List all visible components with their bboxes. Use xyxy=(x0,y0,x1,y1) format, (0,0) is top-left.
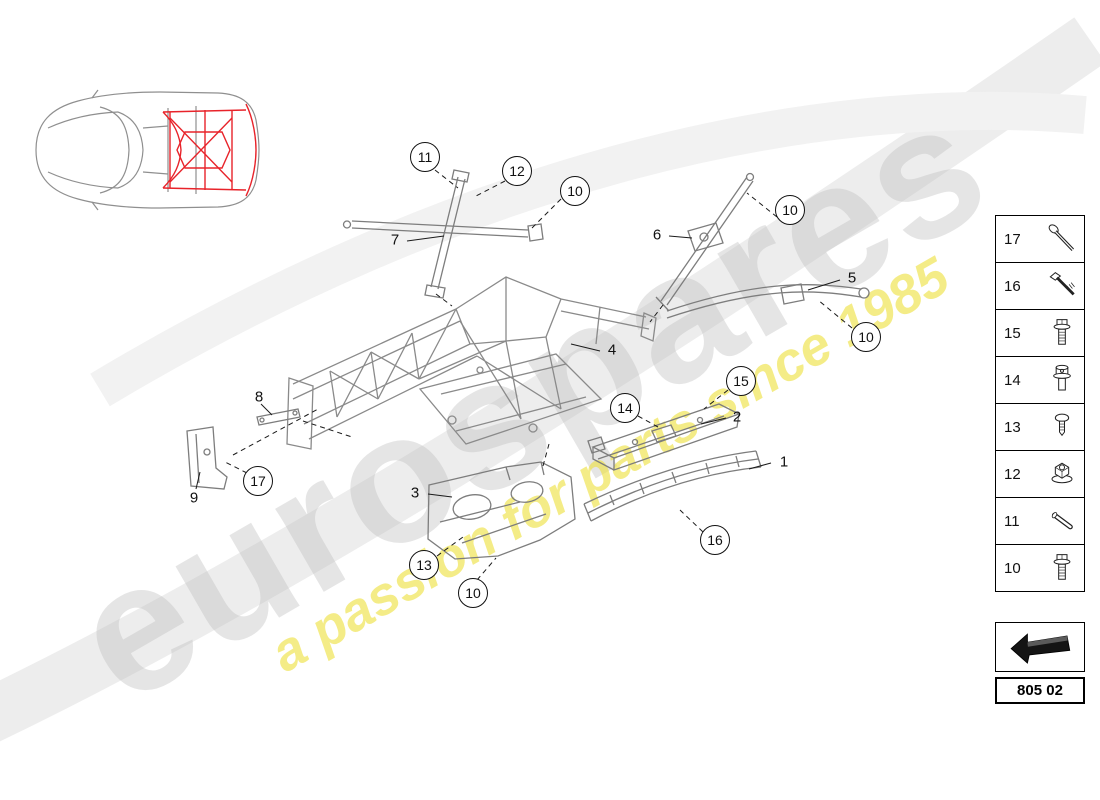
callout-17[interactable]: 17 xyxy=(243,466,273,496)
direction-arrow-box xyxy=(995,622,1085,672)
direction-arrow-icon xyxy=(1004,625,1076,670)
callout-13[interactable]: 13 xyxy=(409,550,439,580)
strut-rod-parts xyxy=(655,172,870,319)
flange-nut-icon xyxy=(1045,455,1079,493)
part-code-box: 805 02 xyxy=(995,677,1085,704)
legend-number: 17 xyxy=(1004,230,1021,248)
label-part-2[interactable]: 2 xyxy=(732,408,742,426)
legend-item-17[interactable]: 17 xyxy=(995,215,1085,263)
flange-bolt-icon xyxy=(1045,549,1079,587)
flange-bolt-icon xyxy=(1045,314,1079,352)
callout-10-a[interactable]: 10 xyxy=(560,176,590,206)
screw-icon xyxy=(1045,408,1079,446)
legend-number: 16 xyxy=(1004,277,1021,295)
legend-number: 14 xyxy=(1004,371,1021,389)
label-part-3[interactable]: 3 xyxy=(410,484,420,502)
bracket-parts xyxy=(186,408,301,490)
legend-item-12[interactable]: 12 xyxy=(995,450,1085,498)
legend-item-11[interactable]: 11 xyxy=(995,497,1085,545)
label-part-7[interactable]: 7 xyxy=(390,231,400,249)
shoulder-bolt-icon xyxy=(1045,361,1079,399)
legend-number: 15 xyxy=(1004,324,1021,342)
label-part-6[interactable]: 6 xyxy=(652,226,662,244)
dashed-leader-lines xyxy=(224,169,853,581)
legend-item-10[interactable]: 10 xyxy=(995,544,1085,592)
label-part-8[interactable]: 8 xyxy=(254,388,264,406)
callout-10-b[interactable]: 10 xyxy=(775,195,805,225)
label-part-1[interactable]: 1 xyxy=(779,453,789,471)
part-code: 805 02 xyxy=(1017,682,1063,699)
label-part-4[interactable]: 4 xyxy=(607,341,617,359)
callout-16[interactable]: 16 xyxy=(700,525,730,555)
legend-item-14[interactable]: 14 xyxy=(995,356,1085,404)
callout-11[interactable]: 11 xyxy=(410,142,440,172)
legend-item-16[interactable]: 16 xyxy=(995,262,1085,310)
dowel-pin-icon xyxy=(1045,502,1079,540)
long-bolt-icon xyxy=(1045,220,1079,258)
callout-10-c[interactable]: 10 xyxy=(851,322,881,352)
callout-12[interactable]: 12 xyxy=(502,156,532,186)
callout-15[interactable]: 15 xyxy=(726,366,756,396)
leader-lines xyxy=(195,235,841,498)
underbody-panel-part xyxy=(427,461,576,560)
cross-brace-part xyxy=(342,169,544,299)
callout-10-d[interactable]: 10 xyxy=(458,578,488,608)
car-overview-inset xyxy=(35,89,260,211)
legend-number: 13 xyxy=(1004,418,1021,436)
legend-item-13[interactable]: 13 xyxy=(995,403,1085,451)
callout-14[interactable]: 14 xyxy=(610,393,640,423)
label-part-5[interactable]: 5 xyxy=(847,269,857,287)
legend-number: 11 xyxy=(1004,512,1020,530)
chassis-frame-part xyxy=(286,276,657,450)
legend-item-15[interactable]: 15 xyxy=(995,309,1085,357)
fastener-legend: 17 16 15 xyxy=(995,215,1085,592)
legend-number: 10 xyxy=(1004,559,1021,577)
bumper-beam-part xyxy=(583,450,762,522)
legend-number: 12 xyxy=(1004,465,1021,483)
hex-bolt-icon xyxy=(1045,267,1079,305)
label-part-9[interactable]: 9 xyxy=(189,489,199,507)
car-highlight-red xyxy=(162,103,257,197)
